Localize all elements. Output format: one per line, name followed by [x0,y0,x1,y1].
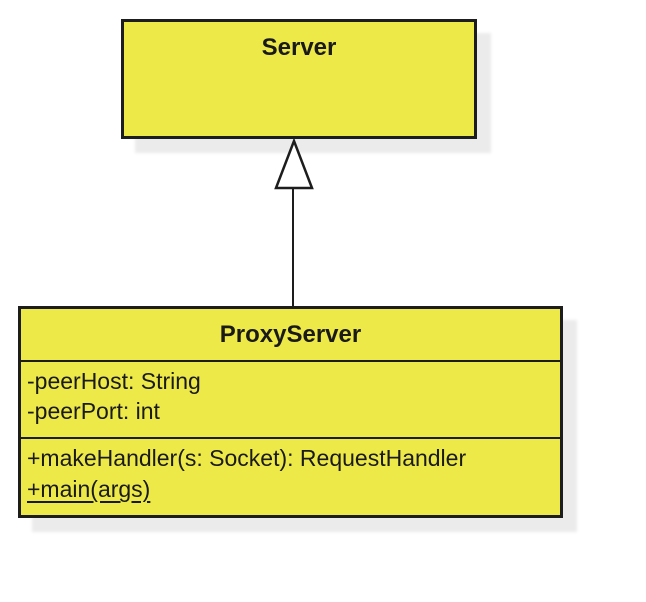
server-class-box: Server [121,19,477,139]
proxyserver-class-box: ProxyServer -peerHost: String -peerPort:… [18,306,563,518]
proxyserver-class-title: ProxyServer [21,309,560,362]
proxyserver-methods-compartment: +makeHandler(s: Socket): RequestHandler … [21,439,560,517]
method-makehandler: +makeHandler(s: Socket): RequestHandler [27,445,467,471]
attribute-peerport: -peerPort: int [27,398,160,424]
attribute-peerhost: -peerHost: String [27,368,201,394]
method-main-static: +main(args) [27,476,151,502]
hollow-triangle-arrowhead [274,137,314,190]
server-class-title: Server [261,34,337,61]
proxyserver-attributes-compartment: -peerHost: String -peerPort: int [21,362,560,439]
